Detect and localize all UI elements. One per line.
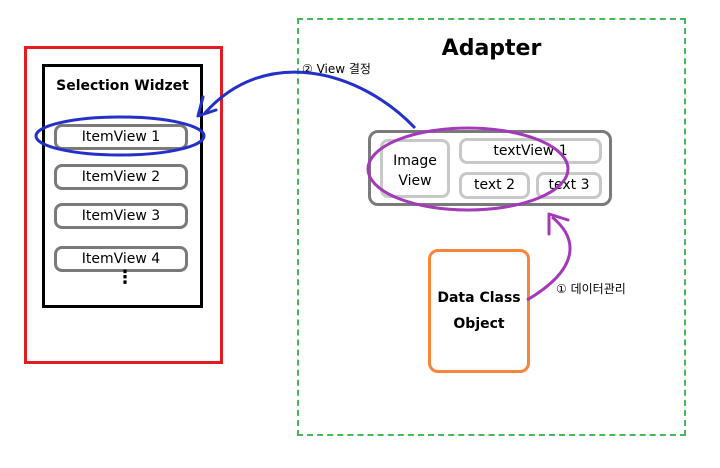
item-view-4: ItemView 4 bbox=[54, 246, 188, 272]
image-view-label-line-1: Image bbox=[393, 153, 437, 169]
image-view-label-line-2: View bbox=[398, 173, 432, 189]
more-items-ellipsis: ⋮ bbox=[116, 267, 134, 288]
text-2-box: text 2 bbox=[459, 172, 530, 199]
selection-widget-frame bbox=[24, 46, 223, 364]
item-view-2: ItemView 2 bbox=[54, 164, 188, 190]
item-view-1: ItemView 1 bbox=[54, 124, 188, 150]
view-decision-label: ② View 결정 bbox=[302, 62, 371, 76]
adapter-frame bbox=[297, 18, 686, 436]
selection-widget-box bbox=[42, 64, 203, 308]
image-view-box: Image View bbox=[380, 139, 450, 198]
data-class-label-line-1: Data Class bbox=[437, 290, 521, 306]
data-class-object-box: Data Class Object bbox=[428, 249, 530, 373]
selection-widget-title: Selection Widzet bbox=[56, 78, 189, 94]
text-3-box: text 3 bbox=[536, 172, 602, 199]
item-view-3: ItemView 3 bbox=[54, 203, 188, 229]
adapter-title: Adapter bbox=[441, 36, 542, 61]
data-management-label: ① 데이터관리 bbox=[556, 282, 626, 296]
text-view-1-box: textView 1 bbox=[459, 138, 602, 164]
data-class-label-line-2: Object bbox=[453, 316, 505, 332]
